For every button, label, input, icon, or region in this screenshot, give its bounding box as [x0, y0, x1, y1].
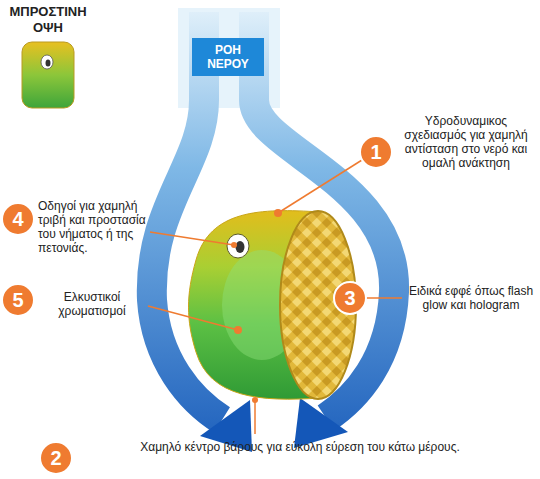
callout-number: 3	[334, 287, 366, 309]
feature-note: Οδηγοί για χαμηλή τριβή και προστασία το…	[38, 199, 150, 255]
callout-number: 4	[2, 208, 34, 230]
feature-note: Χαμηλό κέντρο βάρους για εύκολη εύρεση τ…	[80, 440, 520, 454]
flow-box: ΡΟΗ ΝΕΡΟΥ	[192, 38, 264, 76]
box-label: ΡΟΗ ΝΕΡΟΥ	[196, 43, 260, 71]
feature-note: Ελκυστικοί χρωματισμοί	[40, 290, 144, 318]
callout-number: 1	[360, 141, 392, 163]
view-title: ΜΠΡΟΣΤΙΝΗ ΟΨΗ	[6, 4, 90, 36]
feature-note: Ειδικά εφφέ όπως flash glow και hologram	[406, 284, 536, 312]
callout-number: 2	[40, 447, 72, 469]
feature-note: Υδροδυναμικος σχεδιασμός για χαμηλή αντί…	[396, 114, 536, 170]
callout-number: 5	[2, 289, 34, 311]
